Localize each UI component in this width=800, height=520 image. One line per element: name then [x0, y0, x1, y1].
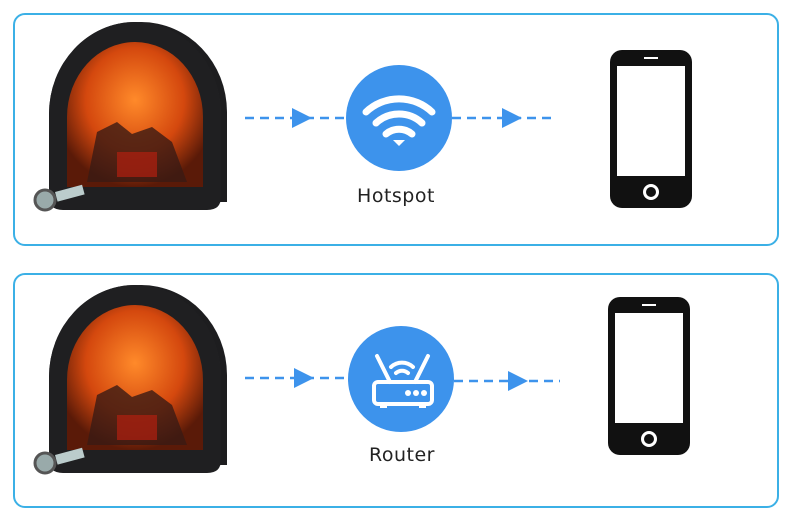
router-connection-panel	[13, 273, 779, 508]
smartphone-2	[608, 297, 690, 455]
router-label: Router	[369, 444, 435, 466]
fireplace-camera-image	[33, 20, 229, 212]
hotspot-connection-panel	[13, 13, 779, 246]
arrow-head	[292, 108, 312, 128]
router-icon	[372, 354, 434, 408]
fireplace-camera-image	[33, 283, 229, 475]
arrow-head	[294, 368, 314, 388]
arrow-head	[502, 108, 522, 128]
smartphone-1	[610, 50, 692, 208]
arrow-head	[508, 371, 528, 391]
router-circle	[348, 326, 454, 432]
wifi-icon	[362, 95, 436, 138]
wifi-dot	[393, 140, 405, 146]
hotspot-circle	[346, 65, 452, 171]
hotspot-label: Hotspot	[357, 185, 435, 207]
